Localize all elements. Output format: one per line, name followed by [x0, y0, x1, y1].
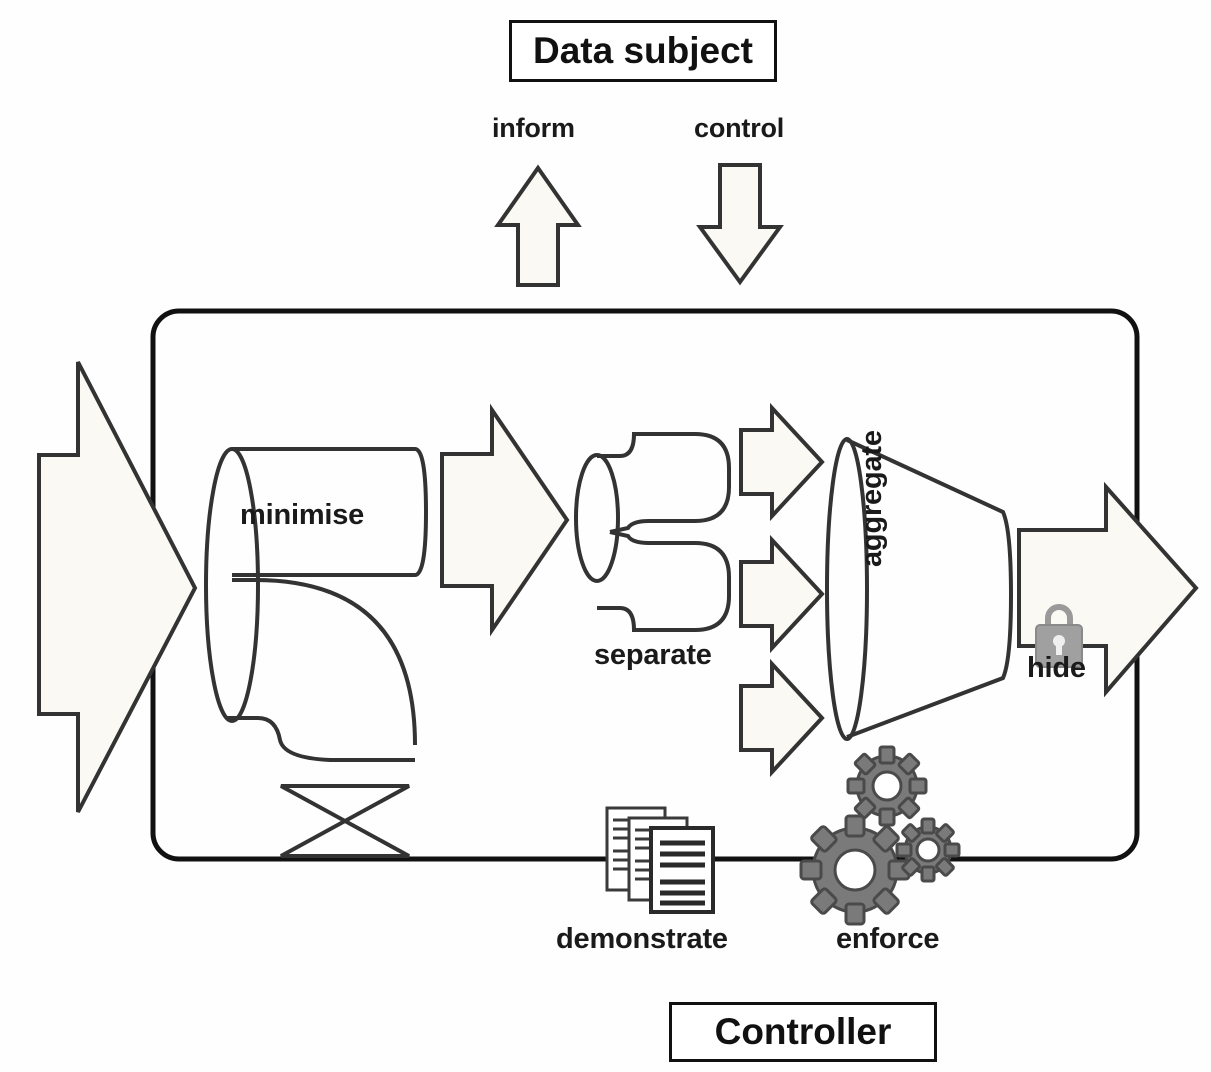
minimise-pipe-body: [232, 447, 429, 577]
aggregate-label: aggregate: [856, 430, 888, 567]
enforce-label: enforce: [836, 923, 940, 955]
gear-medium: [846, 745, 928, 827]
minimise-pipe-group: [204, 447, 429, 762]
valve-bowtie-icon: [280, 784, 410, 858]
gears-icon: [799, 745, 961, 926]
inform-label: inform: [492, 113, 575, 143]
controller-label: Controller: [714, 1011, 892, 1052]
branch-arrow-3: [739, 658, 825, 778]
separate-splitter-group: [574, 432, 731, 632]
aggregate-cone-body: [846, 438, 1014, 739]
control-arrow-down: [696, 163, 784, 286]
padlock-icon: [1035, 604, 1083, 668]
input-data-arrow: [37, 361, 198, 813]
demonstrate-label: demonstrate: [556, 923, 728, 955]
minimise-pipe-mouth: [204, 447, 260, 723]
aggregate-funnel-group: [825, 437, 1014, 741]
separate-branch-lower-outer: [597, 541, 731, 632]
gear-large: [799, 814, 911, 926]
gear-small: [895, 817, 961, 883]
inform-arrow-up: [494, 164, 582, 287]
minimise-elbow-outer: [232, 578, 417, 746]
separate-branch-crotch-lower: [609, 530, 650, 545]
documents-stack-icon: [605, 806, 715, 914]
data-subject-box: Data subject: [509, 20, 777, 82]
data-subject-label: Data subject: [532, 30, 753, 71]
separate-branch-crotch-upper: [609, 519, 650, 534]
separate-pipe-mouth: [574, 453, 620, 583]
minimise-to-separate-arrow: [440, 403, 570, 637]
branch-arrow-1: [739, 402, 825, 522]
hide-label: hide: [1027, 652, 1086, 684]
minimise-label: minimise: [240, 499, 365, 531]
separate-branch-upper-outer: [597, 432, 731, 523]
minimise-elbow-inner: [227, 716, 415, 762]
separate-label: separate: [594, 639, 712, 671]
control-label: control: [694, 113, 785, 143]
branch-arrow-2: [739, 534, 825, 654]
controller-box: Controller: [669, 1002, 937, 1062]
aggregate-funnel-mouth: [825, 437, 869, 741]
